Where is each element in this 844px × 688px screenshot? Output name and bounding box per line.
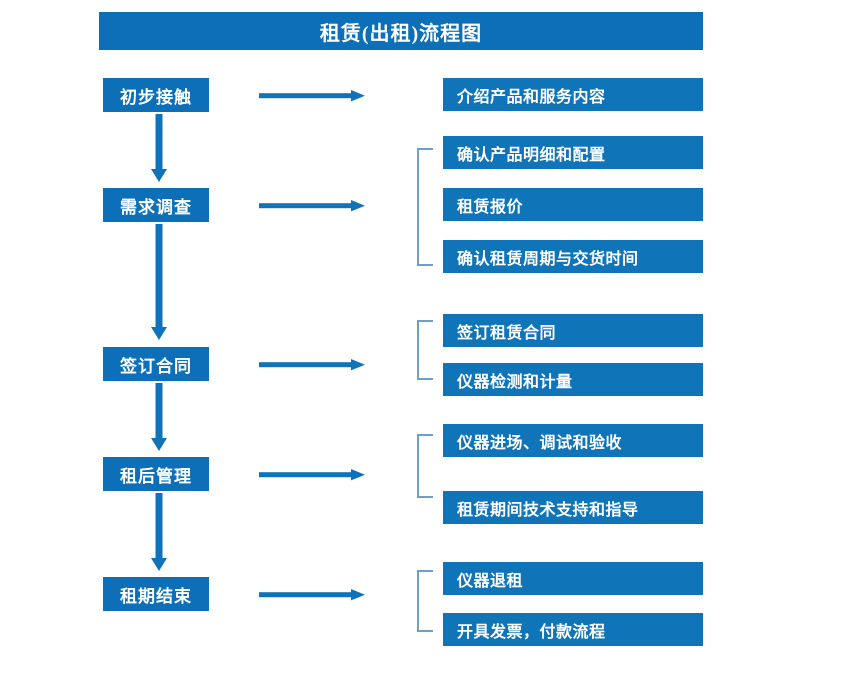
- group-post-rental-management-bracket: [417, 434, 433, 498]
- arrow-stage-2-to-3: [149, 224, 169, 340]
- arrow-to-group-4: [259, 466, 365, 484]
- bracket-spine: [417, 320, 419, 380]
- right-arrow-icon: [259, 469, 365, 481]
- stage-box-2[interactable]: 需求调查: [103, 188, 209, 222]
- bracket-top-tick: [417, 320, 433, 322]
- group-rental-end-item-1[interactable]: 仪器退租: [443, 562, 703, 595]
- bracket-spine: [417, 434, 419, 498]
- group-requirement-survey-bracket: [417, 148, 433, 266]
- arrow-to-group-3: [259, 356, 365, 374]
- right-arrow-icon: [259, 200, 365, 212]
- bracket-bottom-tick: [417, 378, 433, 380]
- group-sign-contract-item-1[interactable]: 签订租赁合同: [443, 314, 703, 347]
- group-requirement-survey-item-3[interactable]: 确认租赁周期与交货时间: [443, 240, 703, 273]
- group-rental-end-bracket: [417, 570, 433, 632]
- bracket-bottom-tick: [417, 264, 433, 266]
- group-initial-contact-item-1[interactable]: 介绍产品和服务内容: [443, 78, 703, 111]
- stage-box-1[interactable]: 初步接触: [103, 78, 209, 112]
- stage-box-4[interactable]: 租后管理: [103, 457, 209, 491]
- stage-box-3[interactable]: 签订合同: [103, 347, 209, 381]
- bracket-top-tick: [417, 570, 433, 572]
- group-sign-contract-bracket: [417, 320, 433, 380]
- down-arrow-icon: [151, 224, 167, 340]
- arrow-stage-1-to-2: [149, 114, 169, 182]
- arrow-to-group-2: [259, 197, 365, 215]
- group-requirement-survey-item-2[interactable]: 租赁报价: [443, 188, 703, 221]
- arrow-stage-3-to-4: [149, 383, 169, 451]
- arrow-to-group-1: [259, 87, 365, 105]
- right-arrow-icon: [259, 589, 365, 601]
- right-arrow-icon: [259, 90, 365, 102]
- group-post-rental-management-item-2[interactable]: 租赁期间技术支持和指导: [443, 491, 703, 524]
- bracket-bottom-tick: [417, 630, 433, 632]
- arrow-stage-4-to-5: [149, 493, 169, 571]
- group-requirement-survey-item-1[interactable]: 确认产品明细和配置: [443, 136, 703, 169]
- bracket-spine: [417, 570, 419, 632]
- bracket-spine: [417, 148, 419, 266]
- bracket-bottom-tick: [417, 496, 433, 498]
- stage-box-5[interactable]: 租期结束: [103, 577, 209, 611]
- group-post-rental-management-item-1[interactable]: 仪器进场、调试和验收: [443, 424, 703, 457]
- down-arrow-icon: [151, 383, 167, 451]
- down-arrow-icon: [151, 493, 167, 571]
- group-rental-end-item-2[interactable]: 开具发票，付款流程: [443, 613, 703, 646]
- page-title: 租赁(出租)流程图: [99, 12, 703, 50]
- bracket-top-tick: [417, 148, 433, 150]
- right-arrow-icon: [259, 359, 365, 371]
- down-arrow-icon: [151, 114, 167, 182]
- bracket-top-tick: [417, 434, 433, 436]
- arrow-to-group-5: [259, 586, 365, 604]
- group-sign-contract-item-2[interactable]: 仪器检测和计量: [443, 363, 703, 396]
